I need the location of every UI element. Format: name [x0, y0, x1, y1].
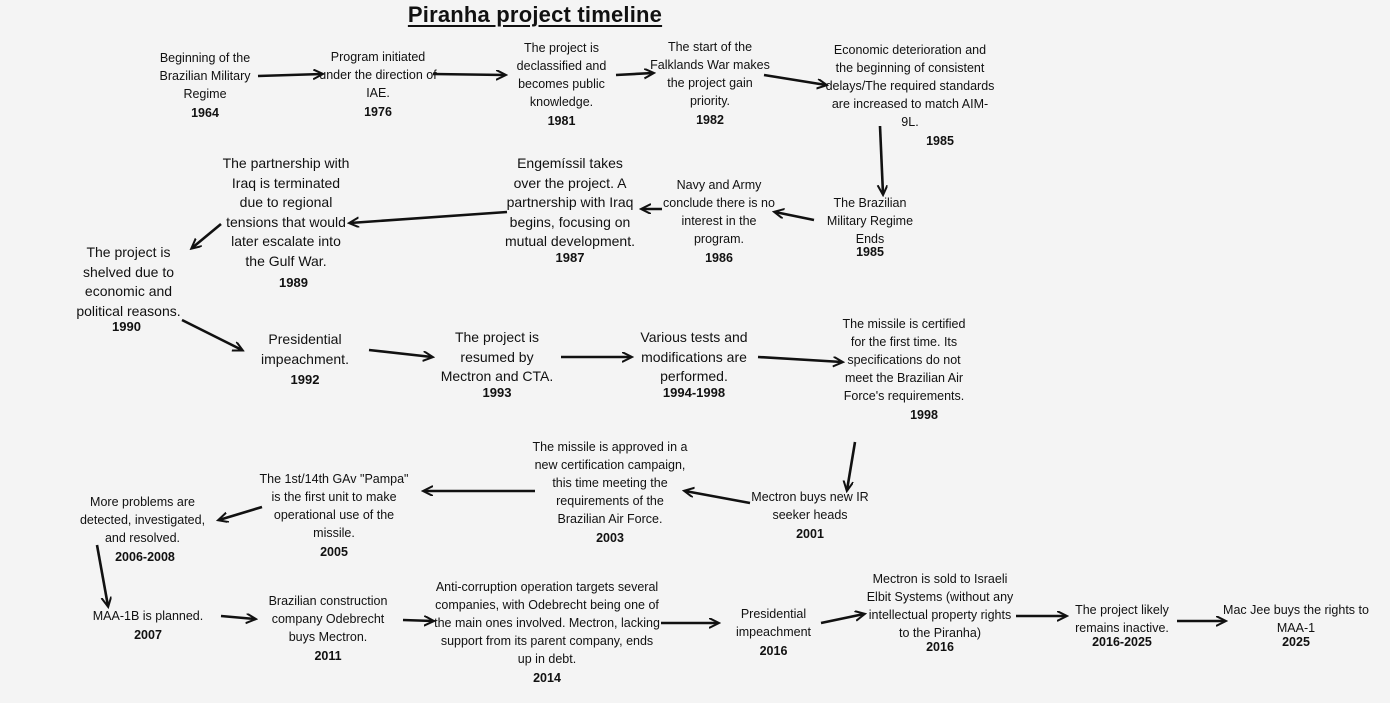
event-1993: The project is resumed by Mectron and CT… [436, 328, 558, 400]
event-1982: The start of the Falklands War makes the… [650, 38, 770, 127]
event-1989: The partnership with Iraq is terminated … [222, 154, 350, 290]
event-year: 1989 [279, 275, 308, 290]
event-year: 1986 [705, 251, 733, 265]
event-text: The project is resumed by Mectron and CT… [440, 329, 554, 384]
event-2016-2025: The project likely remains inactive. 201… [1066, 601, 1178, 649]
event-text: The Brazilian Military Regime Ends [826, 196, 914, 246]
event-year: 1998 [910, 408, 938, 422]
event-2016-impeachment: Presidential impeachment 2016 [722, 605, 825, 658]
event-year: 2005 [320, 545, 348, 559]
event-year: 2001 [796, 527, 824, 541]
event-text: Navy and Army conclude there is no inter… [663, 178, 775, 246]
event-year: 1981 [547, 114, 576, 128]
event-year: 2003 [596, 531, 624, 545]
arrow-2007-2011 [220, 616, 255, 619]
event-text: More problems are detected, investigated… [79, 495, 206, 545]
event-1985-deterioration: Economic deterioration and the beginning… [824, 41, 996, 148]
arrow-1985a-1985b [880, 125, 883, 194]
event-text: The partnership with Iraq is terminated … [222, 155, 350, 269]
event-year: 1993 [482, 384, 512, 400]
event-2016-elbit: Mectron is sold to Israeli Elbit Systems… [864, 570, 1016, 654]
event-year: 1992 [290, 372, 320, 387]
arrow-2016a-2016b [820, 614, 864, 625]
event-2006-2008: More problems are detected, investigated… [70, 493, 215, 564]
event-year: 2025 [1282, 635, 1310, 649]
event-year: 1994-1998 [662, 384, 726, 400]
event-text: Economic deterioration and the beginning… [825, 43, 995, 129]
arrow-1990-1992 [181, 318, 242, 350]
event-2025: Mac Jee buys the rights to MAA-1 2025 [1218, 601, 1374, 649]
event-year: 1982 [696, 113, 724, 127]
event-1998: The missile is certified for the first t… [840, 315, 968, 422]
event-text: Engemíssil takes over the project. A par… [505, 155, 635, 249]
event-text: Brazilian construction company Odebrecht… [268, 594, 388, 644]
event-year: 2016 [926, 640, 954, 654]
event-1985-regime-ends: The Brazilian Military Regime Ends 1985 [815, 194, 925, 259]
arrow-1964-1976 [257, 74, 322, 76]
arrow-1989-1990 [192, 222, 222, 248]
arrow-1982-1985a [763, 73, 826, 85]
event-text: The project likely remains inactive. [1075, 603, 1169, 635]
event-1992: Presidential impeachment. 1992 [245, 330, 365, 387]
arrow-1992-1993 [368, 348, 432, 357]
event-year: 1985 [856, 245, 884, 259]
event-text: The start of the Falklands War makes the… [650, 40, 770, 108]
event-text: Mectron buys new IR seeker heads [751, 490, 869, 522]
event-1976: Program initiated under the direction of… [318, 48, 438, 119]
event-text: The missile is approved in a new certifi… [532, 440, 688, 526]
event-text: Various tests and modifications are perf… [640, 329, 748, 384]
event-2005: The 1st/14th GAv "Pampa" is the first un… [258, 470, 410, 559]
event-year: 2006-2008 [115, 550, 175, 564]
arrow-2011-2014 [402, 620, 433, 621]
event-year: 2007 [134, 628, 162, 642]
event-1981: The project is declassified and becomes … [504, 39, 619, 128]
event-1987: Engemíssil takes over the project. A par… [505, 154, 635, 265]
event-year: 1964 [191, 106, 219, 120]
event-text: Program initiated under the direction of… [319, 50, 437, 100]
arrow-1981-1982 [615, 73, 653, 75]
event-text: Mectron is sold to Israeli Elbit Systems… [866, 572, 1014, 640]
event-1990: The project is shelved due to economic a… [70, 243, 187, 334]
event-year: 1985 [926, 134, 954, 148]
event-year: 1987 [555, 249, 585, 265]
arrow-1998-2001 [847, 441, 857, 490]
event-2001: Mectron buys new IR seeker heads 2001 [748, 488, 872, 541]
event-text: Anti-corruption operation targets severa… [434, 580, 660, 666]
arrow-2006-2007 [95, 544, 108, 606]
event-text: Presidential impeachment [735, 607, 812, 639]
event-text: Presidential impeachment. [261, 331, 349, 367]
event-2007: MAA-1B is planned. 2007 [86, 607, 210, 642]
arrow-1987-1989 [350, 210, 508, 223]
event-year: 1990 [112, 319, 141, 334]
arrow-1985b-1986 [775, 212, 815, 222]
event-text: Mac Jee buys the rights to MAA-1 [1223, 603, 1369, 635]
arrow-2001-2003 [685, 491, 751, 505]
diagram-title: Piranha project timeline [407, 2, 663, 27]
event-year: 2016 [759, 644, 788, 658]
arrow-2005-2006 [219, 505, 263, 520]
event-2003: The missile is approved in a new certifi… [532, 438, 688, 545]
event-text: The project is shelved due to economic a… [76, 244, 181, 319]
arrow-1994-1998 [757, 355, 842, 362]
event-year: 2011 [314, 649, 342, 663]
event-text: The 1st/14th GAv "Pampa" is the first un… [259, 472, 409, 540]
event-1964: Beginning of the Brazilian Military Regi… [145, 49, 265, 120]
event-year: 1976 [364, 105, 392, 119]
event-2011: Brazilian construction company Odebrecht… [258, 592, 398, 663]
event-text: MAA-1B is planned. [92, 609, 204, 623]
event-text: The project is declassified and becomes … [516, 41, 607, 109]
event-1994-1998: Various tests and modifications are perf… [630, 328, 758, 400]
event-year: 2016-2025 [1092, 635, 1152, 649]
event-text: Beginning of the Brazilian Military Regi… [159, 51, 251, 101]
event-text: The missile is certified for the first t… [842, 317, 966, 403]
event-1986: Navy and Army conclude there is no inter… [662, 176, 776, 265]
event-2014: Anti-corruption operation targets severa… [433, 578, 661, 685]
arrow-1976-1981 [432, 74, 505, 75]
event-year: 2014 [533, 671, 561, 685]
